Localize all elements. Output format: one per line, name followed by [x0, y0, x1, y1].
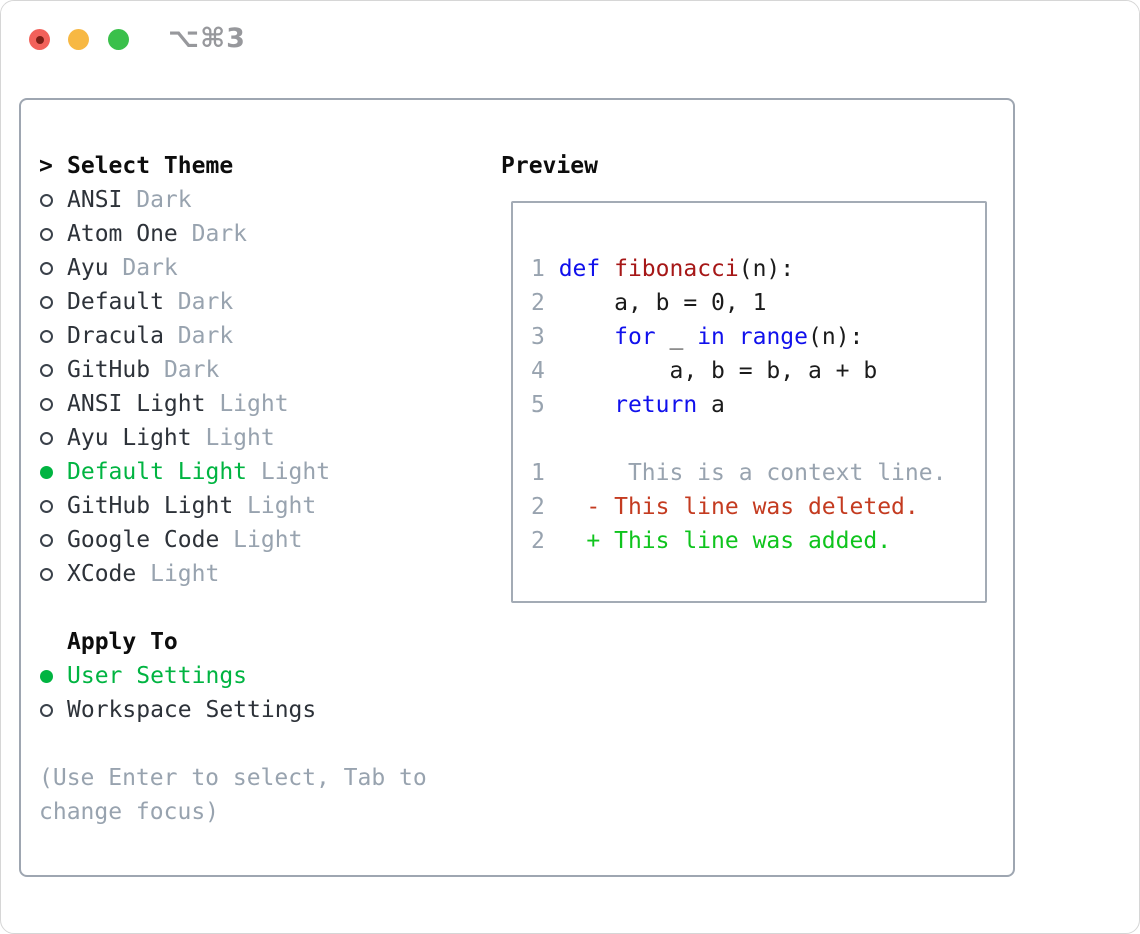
- theme-option-label: ANSI Light Light: [67, 391, 289, 417]
- apply-to-indent: [39, 629, 67, 655]
- apply-option-user-settings[interactable]: User Settings: [39, 659, 316, 693]
- apply-to-title: Apply To: [67, 629, 178, 655]
- theme-option-ansi[interactable]: ANSI Dark: [39, 183, 330, 217]
- help-text: (Use Enter to select, Tab to change focu…: [39, 765, 427, 825]
- theme-option-label: GitHub Light Light: [67, 493, 317, 519]
- preview-header-row: Preview: [501, 149, 598, 183]
- preview-box: [511, 201, 987, 603]
- code-line: 3 for _ in range(n):: [531, 324, 864, 350]
- code-line: 1 def fibonacci(n):: [531, 256, 795, 282]
- theme-list-header-row: > Select Theme: [39, 149, 330, 183]
- theme-list-title: Select Theme: [67, 153, 234, 179]
- theme-option-label: Dracula Dark: [67, 323, 234, 349]
- theme-option-label: Google Code Light: [67, 527, 303, 553]
- theme-option-dracula[interactable]: Dracula Dark: [39, 319, 330, 353]
- prompt-icon: >: [39, 153, 53, 179]
- code-line: 2 a, b = 0, 1: [531, 290, 767, 316]
- radio-icon: [39, 261, 67, 275]
- theme-option-label: Atom One Dark: [67, 221, 248, 247]
- radio-icon: [39, 295, 67, 309]
- theme-option-label: Ayu Light Light: [67, 425, 275, 451]
- radio-icon: [39, 703, 67, 717]
- radio-icon: [39, 397, 67, 411]
- theme-option-label: XCode Light: [67, 561, 220, 587]
- radio-icon: [39, 193, 67, 207]
- blank-line: [531, 422, 946, 456]
- theme-option-label: Default Dark: [67, 289, 234, 315]
- radio-icon: [39, 363, 67, 377]
- apply-to-header-row: Apply To: [39, 625, 316, 659]
- zoom-button[interactable]: [108, 29, 129, 50]
- theme-option-atom-one[interactable]: Atom One Dark: [39, 217, 330, 251]
- theme-option-ayu-light[interactable]: Ayu Light Light: [39, 421, 330, 455]
- theme-option-default[interactable]: Default Dark: [39, 285, 330, 319]
- apply-option-label: Workspace Settings: [67, 697, 317, 723]
- code-line: 5 return a: [531, 392, 725, 418]
- apply-option-label: User Settings: [67, 663, 248, 689]
- title-bar: ⌥⌘3: [1, 1, 1139, 81]
- radio-icon: [39, 533, 67, 547]
- minimize-button[interactable]: [68, 29, 89, 50]
- theme-option-ayu[interactable]: Ayu Dark: [39, 251, 330, 285]
- window-shortcut-label: ⌥⌘3: [168, 23, 246, 54]
- theme-option-label: GitHub Dark: [67, 357, 220, 383]
- theme-option-google-code[interactable]: Google Code Light: [39, 523, 330, 557]
- diff-line-del: 2 - This line was deleted.: [531, 494, 919, 520]
- theme-option-github[interactable]: GitHub Dark: [39, 353, 330, 387]
- diff-line-ctx: 1 This is a context line.: [531, 460, 947, 486]
- theme-option-label: Ayu Dark: [67, 255, 178, 281]
- radio-selected-icon: [39, 465, 67, 479]
- theme-option-github-light[interactable]: GitHub Light Light: [39, 489, 330, 523]
- radio-icon: [39, 329, 67, 343]
- theme-option-ansi-light[interactable]: ANSI Light Light: [39, 387, 330, 421]
- theme-option-xcode[interactable]: XCode Light: [39, 557, 330, 591]
- preview-title: Preview: [501, 153, 598, 179]
- preview-code: 1 def fibonacci(n): 2 a, b = 0, 1 3 for _ …: [531, 252, 946, 558]
- theme-option-default-light[interactable]: Default Light Light: [39, 455, 330, 489]
- theme-option-label: ANSI Dark: [67, 187, 192, 213]
- diff-line-add: 2 + This line was added.: [531, 528, 892, 554]
- theme-option-label: Default Light Light: [67, 459, 331, 485]
- radio-icon: [39, 227, 67, 241]
- unsaved-dot-icon: [36, 36, 44, 44]
- radio-selected-icon: [39, 669, 67, 683]
- radio-icon: [39, 431, 67, 445]
- apply-option-workspace-settings[interactable]: Workspace Settings: [39, 693, 316, 727]
- radio-icon: [39, 499, 67, 513]
- radio-icon: [39, 567, 67, 581]
- close-button[interactable]: [29, 29, 50, 50]
- code-line: 4 a, b = b, a + b: [531, 358, 878, 384]
